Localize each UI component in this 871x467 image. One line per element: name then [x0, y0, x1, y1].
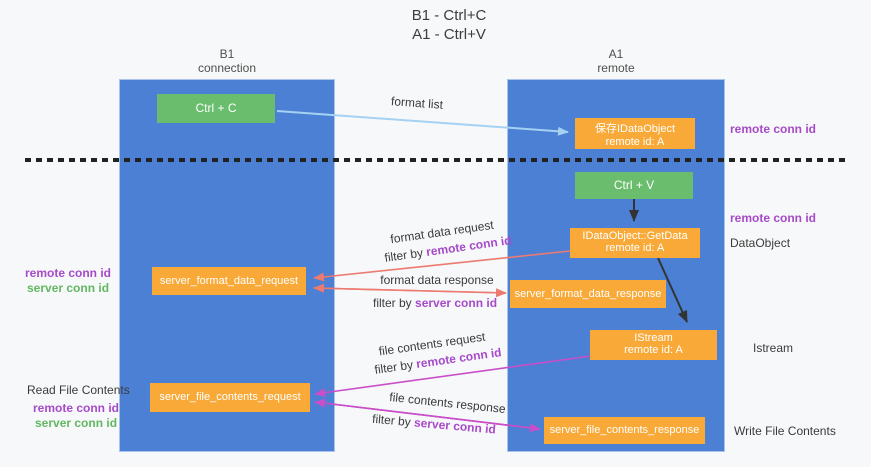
save-dataobject-line2: remote id: A: [605, 136, 665, 148]
remote-conn-id-left-2: remote conn id: [33, 401, 120, 415]
left-column-header: B1 connection: [119, 47, 335, 75]
save-dataobject-line1: 保存IDataObject: [594, 123, 676, 135]
filter-by-server-conn-id-label-2: filter by server conn id: [371, 411, 497, 437]
format-data-response-arrow-right: [313, 287, 507, 298]
left-column-role: connection: [197, 61, 257, 75]
server-conn-id-left-2: server conn id: [35, 416, 118, 430]
title-line1: B1 - Ctrl+C: [411, 7, 487, 24]
remote-conn-id-right-top: remote conn id: [730, 122, 817, 136]
page-title: B1 - Ctrl+C A1 - Ctrl+V: [349, 6, 549, 44]
server-file-contents-request-box: server_file_contents_request: [150, 383, 310, 412]
server-format-data-response-label: server_format_data_response: [514, 288, 662, 300]
istream-line2: remote id: A: [624, 344, 683, 356]
format-list-label: format list: [390, 94, 444, 112]
server-conn-id-inline-2: server conn id: [413, 415, 497, 437]
format-data-response-arrow-left: [313, 283, 507, 294]
filter-by-text: filter by: [373, 357, 418, 377]
read-file-contents-label: Read File Contents: [27, 383, 130, 397]
istream-box: IStream remote id: A: [590, 330, 717, 360]
file-contents-response-label: file contents response: [388, 389, 507, 417]
right-column-name: A1: [608, 47, 624, 61]
format-data-response-label: format data response: [380, 273, 494, 287]
filter-by-text: filter by: [383, 245, 428, 265]
server-file-contents-request-label: server_file_contents_request: [159, 391, 301, 403]
right-column-role: remote: [597, 61, 635, 75]
server-file-contents-response-box: server_file_contents_response: [544, 417, 705, 444]
ctrl-v-box: Ctrl + V: [575, 172, 693, 199]
dashed-divider: [25, 158, 846, 162]
remote-conn-id-right-mid: remote conn id: [730, 211, 817, 225]
server-format-data-response-box: server_format_data_response: [510, 280, 666, 308]
istream-line1: IStream: [634, 332, 673, 344]
filter-by-server-conn-id-label-1: filter by server conn id: [373, 296, 497, 310]
server-format-data-request-box: server_format_data_request: [152, 267, 306, 295]
remote-conn-id-left-1: remote conn id: [25, 266, 112, 280]
save-dataobject-box: 保存IDataObject remote id: A: [575, 118, 695, 149]
filter-by-text: filter by: [371, 411, 415, 430]
getdata-line1: IDataObject::GetData: [582, 230, 688, 242]
dataobject-label: DataObject: [730, 236, 791, 250]
write-file-contents-label: Write File Contents: [734, 424, 836, 438]
server-conn-id-left-1: server conn id: [27, 281, 110, 295]
server-conn-id-inline-1: server conn id: [415, 296, 498, 310]
right-column-header: A1 remote: [507, 47, 725, 75]
istream-side-label: Istream: [753, 341, 794, 355]
server-format-data-request-label: server_format_data_request: [159, 275, 299, 287]
ctrl-v-label: Ctrl + V: [613, 178, 655, 192]
server-file-contents-response-label: server_file_contents_response: [549, 424, 700, 436]
getdata-line2: remote id: A: [605, 242, 665, 254]
left-column-name: B1: [219, 47, 235, 61]
ctrl-c-box: Ctrl + C: [157, 94, 275, 123]
getdata-box: IDataObject::GetData remote id: A: [570, 228, 700, 258]
filter-by-text: filter by: [373, 296, 416, 310]
title-line2: A1 - Ctrl+V: [412, 26, 486, 43]
ctrl-c-label: Ctrl + C: [195, 101, 237, 115]
